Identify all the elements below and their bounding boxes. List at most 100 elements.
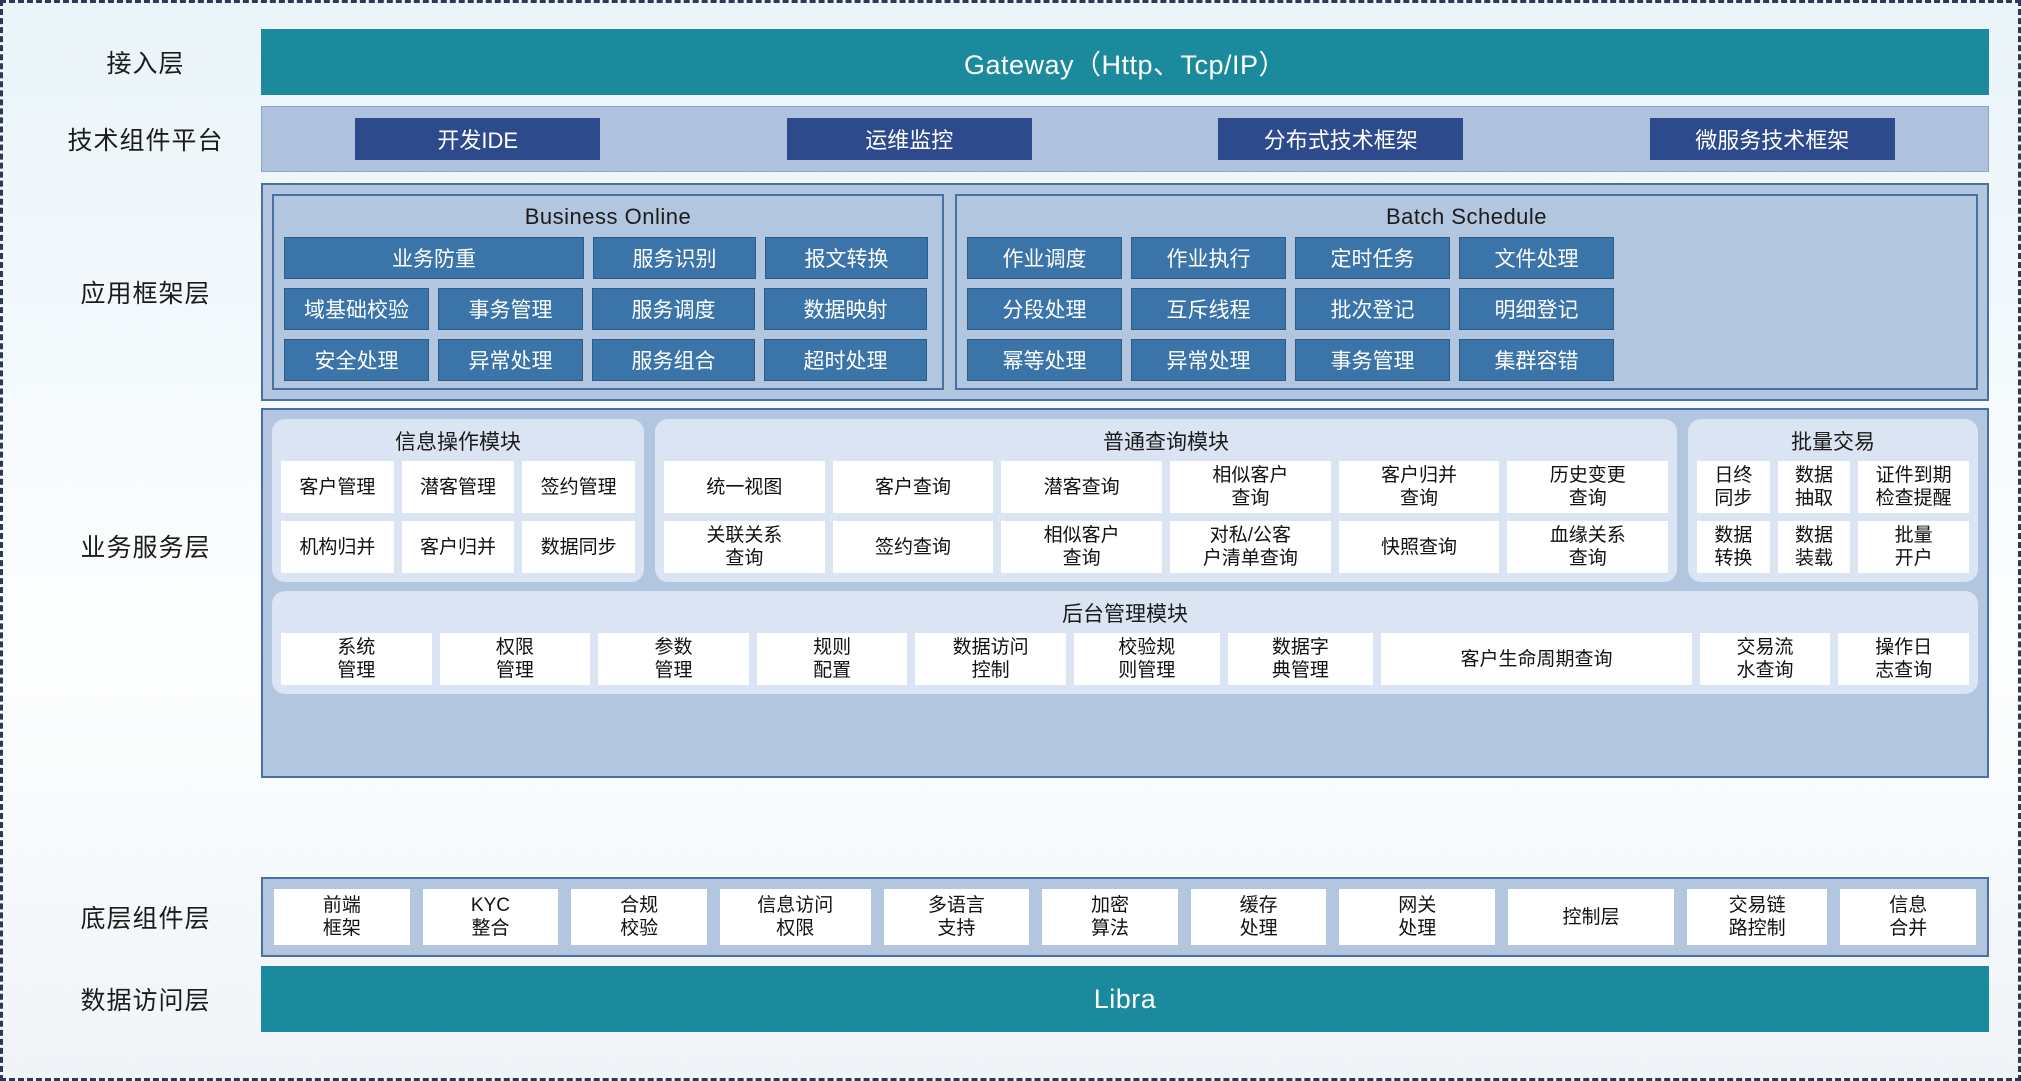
layer-label-base-component-text: 底层组件层 [80, 905, 211, 933]
app-framework-cell[interactable]: 服务调度 [592, 288, 755, 330]
backoffice-cell[interactable]: 参数 管理 [598, 633, 749, 685]
layer-label-business-service: 业务服务层 [33, 408, 258, 683]
backoffice-cell[interactable]: 交易流 水查询 [1699, 633, 1831, 685]
app-framework-grid-0: 业务防重服务识别报文转换域基础校验事务管理服务调度数据映射安全处理异常处理服务组… [284, 237, 932, 381]
backoffice-group: 后台管理模块系统 管理权限 管理参数 管理规则 配置数据访问 控制校验规 则管理… [272, 591, 1978, 694]
layer-label-tech-platform: 技术组件平台 [33, 106, 258, 172]
tech-platform-box-1[interactable]: 运维监控 [786, 118, 1032, 160]
base-component-cell[interactable]: 交易链 路控制 [1686, 889, 1828, 945]
app-framework-cell[interactable]: 安全处理 [284, 339, 429, 381]
backoffice-cell[interactable]: 权限 管理 [439, 633, 591, 685]
business-service-cell[interactable]: 相似客户 查询 [1170, 461, 1331, 513]
backoffice-cell[interactable]: 系统 管理 [281, 633, 432, 685]
app-framework-cell[interactable]: 集群容错 [1459, 339, 1614, 381]
business-service-grid-0: 客户管理潜客管理签约管理机构归并客户归并数据同步 [281, 461, 636, 573]
app-framework-cell[interactable]: 事务管理 [438, 288, 583, 330]
libra-title: Libra [1093, 983, 1157, 1014]
app-framework-cell[interactable]: 作业调度 [967, 237, 1122, 279]
business-service-cell[interactable]: 数据同步 [522, 521, 636, 573]
app-framework-cell[interactable]: 文件处理 [1459, 237, 1614, 279]
layer-label-data-access: 数据访问层 [33, 966, 258, 1032]
app-framework-cell[interactable]: 幂等处理 [967, 339, 1122, 381]
app-framework-cell[interactable]: 超时处理 [764, 339, 927, 381]
business-service-cell[interactable]: 数据 抽取 [1777, 461, 1851, 513]
app-framework-cell[interactable]: 异常处理 [1131, 339, 1286, 381]
base-component-cell[interactable]: 信息访问 权限 [719, 889, 871, 945]
business-service-cell[interactable]: 潜客查询 [1001, 461, 1163, 513]
business-service-cell[interactable]: 统一视图 [664, 461, 825, 513]
business-service-group-title-0: 信息操作模块 [395, 431, 521, 454]
app-framework-cell[interactable]: 报文转换 [765, 237, 928, 279]
business-service-cell[interactable]: 历史变更 查询 [1507, 461, 1669, 513]
tech-platform-box-3[interactable]: 微服务技术框架 [1649, 118, 1895, 160]
app-framework-cell[interactable]: 批次登记 [1295, 288, 1450, 330]
backoffice-cell[interactable]: 客户生命周期查询 [1381, 633, 1692, 685]
app-framework-cell[interactable]: 数据映射 [764, 288, 927, 330]
app-framework-cell[interactable]: 作业执行 [1131, 237, 1286, 279]
business-service-cell[interactable]: 客户查询 [832, 461, 994, 513]
backoffice-cell[interactable]: 数据字 典管理 [1227, 633, 1374, 685]
business-service-cell[interactable]: 日终 同步 [1697, 461, 1770, 513]
business-service-group-title-1: 普通查询模块 [1103, 431, 1229, 454]
backoffice-cell[interactable]: 规则 配置 [756, 633, 908, 685]
app-framework-cell[interactable]: 事务管理 [1295, 339, 1450, 381]
layer-label-base-component: 底层组件层 [33, 877, 258, 957]
business-service-cell[interactable]: 客户归并 [401, 521, 515, 573]
base-component-cell[interactable]: 前端 框架 [274, 889, 410, 945]
business-service-cell[interactable]: 机构归并 [281, 521, 394, 573]
app-framework-cell[interactable]: 服务识别 [593, 237, 756, 279]
tech-platform-box-0[interactable]: 开发IDE [355, 118, 601, 160]
business-service-cell[interactable]: 客户管理 [281, 461, 394, 513]
app-framework-cell[interactable]: 服务组合 [592, 339, 755, 381]
base-component-cell[interactable]: 多语言 支持 [883, 889, 1030, 945]
business-service-cell[interactable]: 数据 装载 [1777, 521, 1851, 573]
business-service-cell[interactable]: 潜客管理 [401, 461, 515, 513]
business-service-top-row: 信息操作模块客户管理潜客管理签约管理机构归并客户归并数据同步 普通查询模块统一视图… [272, 419, 1978, 582]
base-component-cell[interactable]: 网关 处理 [1339, 889, 1496, 945]
backoffice-group-title: 后台管理模块 [1062, 603, 1188, 626]
app-framework-cell[interactable]: 定时任务 [1295, 237, 1450, 279]
business-service-cell[interactable]: 血缘关系 查询 [1507, 521, 1669, 573]
gateway-title: Gateway（Http、Tcp/IP） [963, 49, 1287, 80]
business-service-band: 信息操作模块客户管理潜客管理签约管理机构归并客户归并数据同步 普通查询模块统一视图… [261, 408, 1989, 778]
app-framework-cell[interactable]: 异常处理 [438, 339, 583, 381]
business-service-cell[interactable]: 证件到期 检查提醒 [1858, 461, 1970, 513]
app-framework-row-0-2: 安全处理异常处理服务组合超时处理 [284, 339, 932, 381]
app-framework-cell[interactable]: 分段处理 [967, 288, 1122, 330]
backoffice-line: 系统 管理权限 管理参数 管理规则 配置数据访问 控制校验规 则管理数据字 典管… [281, 633, 1969, 685]
business-service-group-title-2: 批量交易 [1791, 431, 1875, 454]
business-service-cell[interactable]: 对私/公客 户清单查询 [1170, 521, 1331, 573]
layer-label-data-access-text: 数据访问层 [80, 987, 211, 1015]
business-service-cell[interactable]: 快照查询 [1338, 521, 1500, 573]
gateway-bar: Gateway（Http、Tcp/IP） [261, 29, 1989, 95]
business-service-cell[interactable]: 客户归并 查询 [1338, 461, 1500, 513]
tech-platform-box-2[interactable]: 分布式技术框架 [1218, 118, 1464, 160]
base-component-cell[interactable]: 信息 合并 [1840, 889, 1977, 945]
base-component-cell[interactable]: 缓存 处理 [1190, 889, 1327, 945]
business-service-cell[interactable]: 签约管理 [522, 461, 636, 513]
business-service-cell[interactable]: 数据 转换 [1697, 521, 1770, 573]
app-framework-cell[interactable]: 域基础校验 [284, 288, 429, 330]
app-framework-row-0-1: 域基础校验事务管理服务调度数据映射 [284, 288, 932, 330]
app-framework-row-1-0: 作业调度作业执行定时任务文件处理 [967, 237, 1966, 279]
base-component-cell[interactable]: 控制层 [1508, 889, 1674, 945]
backoffice-cell[interactable]: 操作日 志查询 [1838, 633, 1969, 685]
app-framework-cell[interactable]: 互斥线程 [1131, 288, 1286, 330]
backoffice-cell[interactable]: 数据访问 控制 [915, 633, 1066, 685]
business-service-cell[interactable]: 签约查询 [832, 521, 994, 573]
app-framework-cell[interactable]: 业务防重 [284, 237, 584, 279]
app-framework-cell[interactable]: 明细登记 [1459, 288, 1614, 330]
tech-platform-band: 开发IDE 运维监控 分布式技术框架 微服务技术框架 [261, 106, 1989, 172]
layer-label-access-text: 接入层 [106, 50, 185, 78]
backoffice-cell[interactable]: 校验规 则管理 [1073, 633, 1220, 685]
business-service-cell[interactable]: 批量 开户 [1858, 521, 1970, 573]
base-component-cell[interactable]: KYC 整合 [422, 889, 559, 945]
business-service-cell[interactable]: 关联关系 查询 [664, 521, 825, 573]
layer-label-app-framework-text: 应用框架层 [80, 280, 211, 308]
base-component-cell[interactable]: 加密 算法 [1042, 889, 1178, 945]
business-service-cell[interactable]: 相似客户 查询 [1001, 521, 1163, 573]
base-component-cell[interactable]: 合规 校验 [571, 889, 707, 945]
